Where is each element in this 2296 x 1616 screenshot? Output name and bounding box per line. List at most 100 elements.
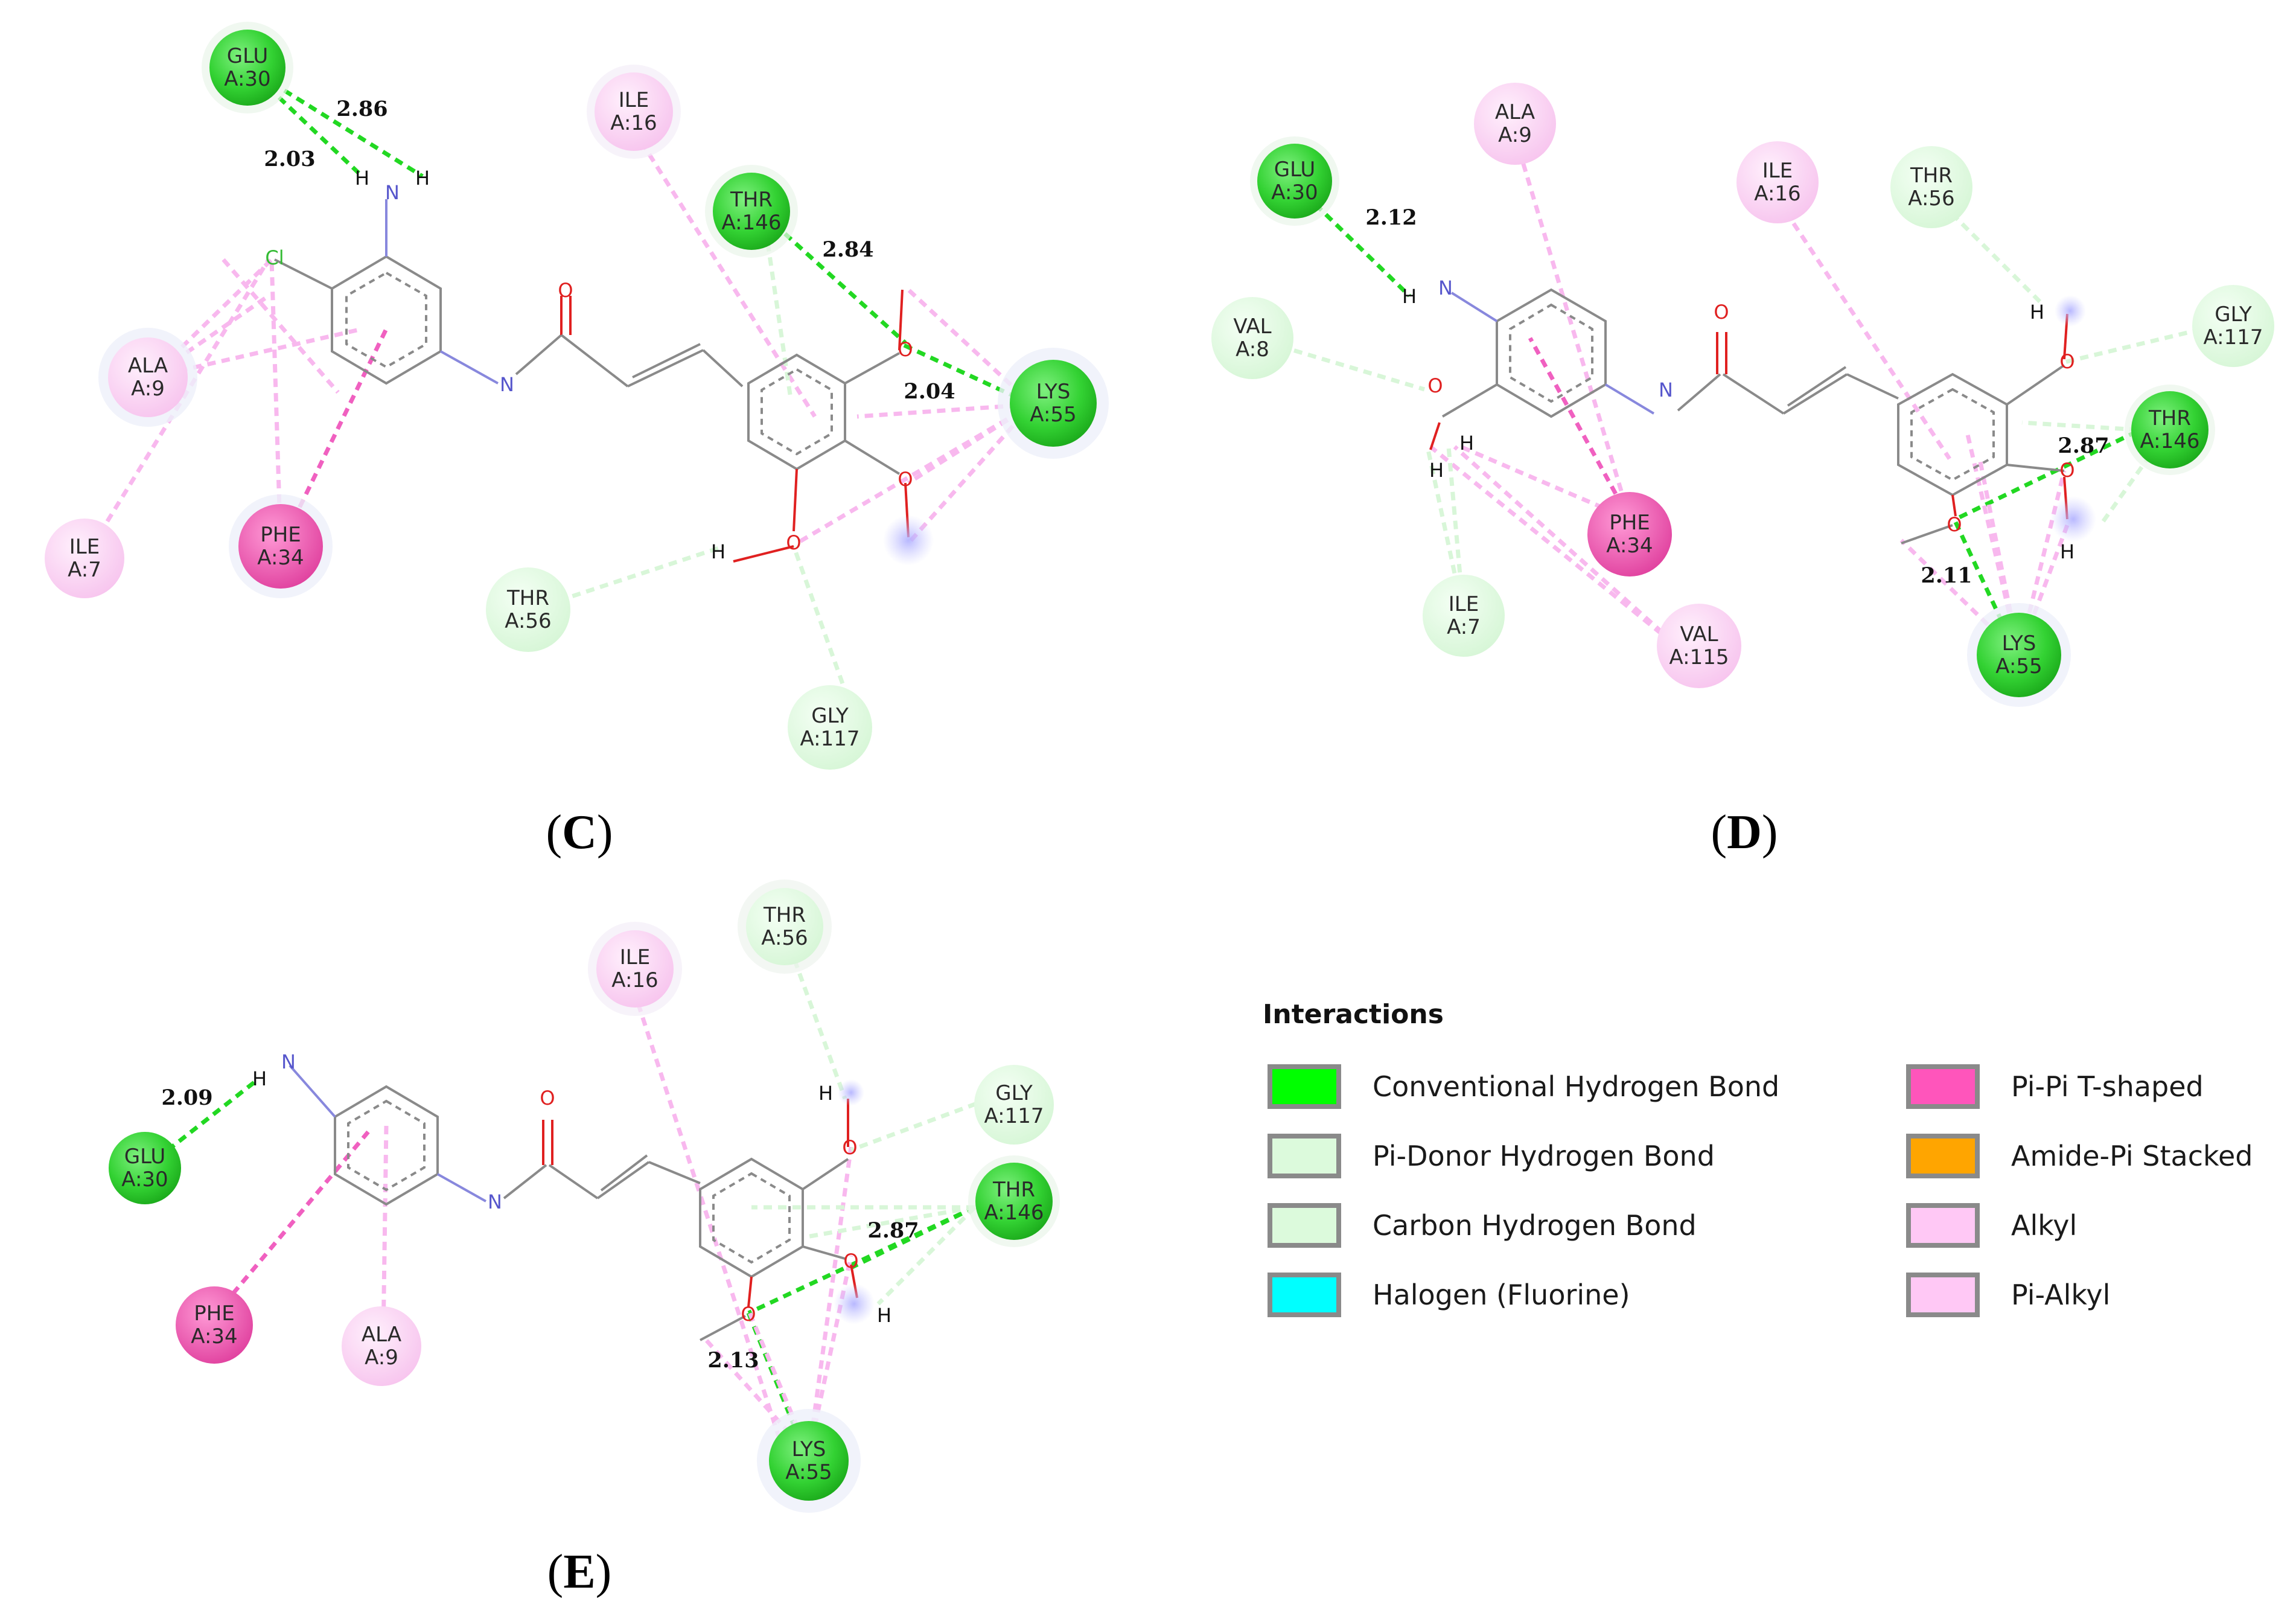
residue-thr-146: THR A:146 [2125,385,2215,475]
distance-label: 2.09 [161,1085,212,1110]
distance-label: 2.04 [904,379,955,404]
distance-label: 2.13 [707,1348,759,1373]
svg-text:A:30: A:30 [1271,180,1318,205]
atom-h: H [415,167,430,190]
svg-text:GLU: GLU [1274,158,1315,182]
svg-text:A:34: A:34 [257,546,304,570]
carbon-hbond-line [2064,324,2216,365]
residue-ile-7: ILE A:7 [45,519,124,598]
residue-phe-34: PHE A:34 [176,1286,253,1364]
legend-item: Conventional Hydrogen Bond [1268,1062,1779,1111]
carbon-hbond-line [802,1205,975,1240]
alkyl-line [746,1309,811,1456]
svg-text:ILE: ILE [1762,159,1793,183]
molecule-e [289,1064,858,1341]
residue-ile-16: ILE A:16 [588,922,682,1016]
atom-o: O [1427,374,1443,397]
hbond-line [143,1079,258,1170]
svg-text:A:56: A:56 [1908,187,1954,211]
panel-label-c: (C) [546,806,613,859]
atom-h: H [2060,540,2074,563]
residue-thr-56: THR A:56 [486,567,570,652]
alkyl-line [631,989,787,1456]
hbond-line [1954,429,2138,522]
svg-text:A:117: A:117 [800,727,859,751]
carbon-hbond-line [850,1096,991,1152]
atom-n: N [385,181,400,204]
svg-text:A:117: A:117 [2203,325,2263,350]
h-blob [2050,496,2096,542]
svg-text:VAL: VAL [1680,622,1718,647]
panel-c: N H H Cl N O O O O H 2.86 2.03 2.84 2.04… [45,22,1109,859]
legend-swatch [1906,1203,1980,1248]
legend-swatch [1906,1273,1980,1317]
h-blob [834,1283,875,1324]
atom-h: H [818,1082,833,1105]
legend-label: Pi-Donor Hydrogen Bond [1373,1140,1715,1172]
legend-label: Alkyl [2011,1209,2078,1242]
atom-n: N [500,373,514,396]
alkyl-line [1776,198,1951,460]
atom-h: H [1459,432,1474,455]
pi-pi-line [212,1130,370,1318]
carbon-hbond-line [876,1206,977,1306]
svg-text:A:34: A:34 [1606,534,1653,558]
svg-text:A:9: A:9 [1498,123,1532,147]
atom-h: H [1429,459,1444,482]
svg-text:A:16: A:16 [1754,182,1800,206]
svg-text:A:34: A:34 [191,1324,237,1349]
residue-thr-146: THR A:146 [968,1155,1060,1247]
legend-label: Halogen (Fluorine) [1373,1279,1630,1311]
alkyl-line [1899,538,2021,657]
pi-pi-line [1528,337,1632,520]
legend-swatch [1268,1064,1341,1109]
atom-cl: Cl [265,246,284,269]
svg-text:LYS: LYS [1036,380,1071,404]
distance-label: 2.84 [822,237,873,262]
distance-label: 2.86 [336,97,387,121]
residue-val-8: VAL A:8 [1211,297,1293,379]
residue-ile-16: ILE A:16 [587,65,681,159]
residue-gly-117: GLY A:117 [788,685,872,770]
alkyl-line [907,403,1033,485]
svg-text:LYS: LYS [792,1437,826,1461]
svg-text:A:55: A:55 [1030,403,1076,427]
hbond-line [246,66,364,178]
svg-text:A:117: A:117 [984,1104,1044,1128]
atom-o: O [558,279,573,302]
interactions-legend: Interactions Conventional Hydrogen Bond … [1261,999,2288,1337]
atom-h: H [355,167,369,190]
svg-text:GLY: GLY [2215,302,2252,327]
distance-label: 2.87 [867,1218,919,1243]
residue-gly-117: GLY A:117 [2192,285,2274,367]
alkyl-line [381,1125,389,1338]
svg-text:A:56: A:56 [505,609,551,633]
atom-o: O [2059,459,2074,482]
atom-o: O [2059,350,2074,373]
panel-d: N H O H H N O H O O H O 2.12 2.87 2.11 A… [1211,83,2274,859]
legend-swatch [1906,1134,1980,1178]
svg-text:THR: THR [992,1178,1035,1202]
atom-h: H [877,1304,891,1327]
carbon-hbond-line [1930,191,2042,304]
distance-label: 2.11 [1921,563,1972,588]
distance-label: 2.87 [2058,433,2109,458]
legend-swatch [1268,1203,1341,1248]
svg-text:A:7: A:7 [68,558,101,582]
svg-text:ILE: ILE [619,88,649,112]
legend-item: Pi-Alkyl [1906,1271,2110,1319]
svg-text:A:55: A:55 [1995,654,2042,679]
svg-text:ILE: ILE [620,945,650,969]
alkyl-line [1965,434,2021,656]
residue-glu-30: GLU A:30 [109,1132,181,1204]
svg-text:THR: THR [730,188,773,212]
legend-item: Halogen (Fluorine) [1268,1271,1630,1319]
svg-text:A:55: A:55 [785,1460,832,1484]
alkyl-line [796,402,1033,546]
residue-ile-7: ILE A:7 [1423,575,1505,657]
legend-title: Interactions [1263,999,1444,1030]
legend-item: Alkyl [1906,1201,2077,1250]
residue-ala-9: ALA A:9 [98,328,197,427]
alkyl-line [1513,135,1632,520]
atom-o: O [1714,301,1729,324]
